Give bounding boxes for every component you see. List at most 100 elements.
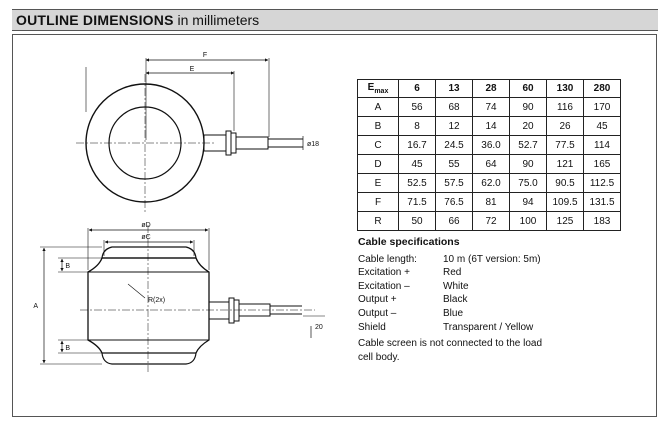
cable-spec-key: Output + — [358, 294, 397, 306]
table-cell: 109.5 — [546, 192, 584, 212]
drawing-frame — [12, 34, 657, 417]
label-b-top: B — [65, 263, 70, 270]
table-cell: 170 — [583, 97, 621, 117]
table-cell: 57.5 — [435, 173, 473, 193]
label-d: øD — [141, 222, 150, 229]
section-title-bar: OUTLINE DIMENSIONS in millimeters — [12, 9, 658, 31]
cable-spec-value: Red — [443, 267, 462, 279]
connector-nut-2 — [230, 132, 237, 154]
table-cell: 121 — [546, 154, 584, 174]
cable-spec-key: Shield — [358, 321, 386, 333]
table-cell: 74 — [472, 97, 510, 117]
side-connector-nut-1 — [228, 297, 235, 324]
table-cell: 75.0 — [509, 173, 547, 193]
table-cell: 125 — [546, 211, 584, 231]
cable-spec-row: Excitation – White — [358, 280, 558, 294]
table-cell: 16.7 — [398, 135, 436, 155]
table-cell: 45 — [398, 154, 436, 174]
table-cell: F — [357, 192, 399, 212]
table-cell: 26 — [546, 116, 584, 136]
table-cell: A — [357, 97, 399, 117]
label-f: F — [203, 52, 207, 59]
cable-spec-value: Blue — [443, 307, 464, 319]
table-cell: 14 — [472, 116, 510, 136]
connector-sleeve — [235, 136, 269, 150]
table-header-cell: 60 — [509, 79, 547, 98]
table-cell: 68 — [435, 97, 473, 117]
cable-note: Cable screen is not connected to the loa… — [358, 338, 543, 363]
table-header-row: Emax 6 13 28 60 130 280 — [357, 79, 621, 98]
cable-spec-value: 10 m (6T version: 5m) — [443, 253, 541, 265]
table-cell: 81 — [472, 192, 510, 212]
table-cell: 114 — [583, 135, 621, 155]
label-b-bottom: B — [65, 345, 70, 352]
table-cell: B — [357, 116, 399, 136]
table-header-cell: 130 — [546, 79, 584, 98]
table-cell: 131.5 — [583, 192, 621, 212]
cable-spec-key: Excitation – — [358, 280, 410, 292]
table-cell: 112.5 — [583, 173, 621, 193]
table-cell: 64 — [472, 154, 510, 174]
cable-spec-value: Transparent / Yellow — [443, 321, 534, 333]
cable-heading: Cable specifications — [358, 236, 460, 248]
label-c: øC — [141, 234, 150, 241]
section-title: OUTLINE DIMENSIONS in millimeters — [16, 11, 259, 29]
cable-spec-row: Output + Black — [358, 293, 558, 307]
table-header-cell: 6 — [398, 79, 436, 98]
table-cell: D — [357, 154, 399, 174]
table-cell: 90.5 — [546, 173, 584, 193]
cable-spec-key: Cable length: — [358, 253, 417, 265]
table-cell: 116 — [546, 97, 584, 117]
table-cell: 77.5 — [546, 135, 584, 155]
table-header-cell: 28 — [472, 79, 510, 98]
cable-spec-row: Output –Blue — [358, 307, 558, 321]
table-cell: 20 — [509, 116, 547, 136]
label-a: A — [33, 303, 38, 310]
table-cell: R — [357, 211, 399, 231]
table-cell: 100 — [509, 211, 547, 231]
table-header-cell: 280 — [583, 79, 621, 98]
table-cell: 71.5 — [398, 192, 436, 212]
top-dome — [101, 246, 197, 259]
cable-spec-key: Excitation + — [358, 267, 410, 279]
table-cell: 90 — [509, 154, 547, 174]
table-header-cell: Emax — [357, 79, 399, 98]
top-view — [76, 58, 304, 212]
table-cell: 76.5 — [435, 192, 473, 212]
cable-spec-row: Excitation + Red — [358, 266, 558, 280]
table-header-cell: 13 — [435, 79, 473, 98]
cable-spec-row: Cable length: 10 m (6T version: 5m) — [358, 253, 558, 267]
label-20: 20 — [315, 324, 323, 331]
r-leader — [127, 283, 146, 299]
cable-spec-value: White — [443, 280, 469, 292]
outer-ring — [85, 83, 205, 203]
table-cell: 66 — [435, 211, 473, 231]
table-cell: C — [357, 135, 399, 155]
table-cell: 90 — [509, 97, 547, 117]
table-cell: 45 — [583, 116, 621, 136]
table-cell: 55 — [435, 154, 473, 174]
bottom-dome — [101, 352, 197, 365]
label-e: E — [190, 66, 195, 73]
table-cell: 50 — [398, 211, 436, 231]
table-cell: 72 — [472, 211, 510, 231]
table-cell: E — [357, 173, 399, 193]
table-cell: 183 — [583, 211, 621, 231]
section-title-units: in millimeters — [173, 12, 260, 28]
cable-specifications: Cable specifications Cable length: 10 m (… — [358, 236, 558, 364]
table-cell: 52.7 — [509, 135, 547, 155]
table-cell: 24.5 — [435, 135, 473, 155]
section-title-bold: OUTLINE DIMENSIONS — [16, 12, 174, 28]
cable-spec-value: Black — [443, 294, 468, 306]
table-cell: 94 — [509, 192, 547, 212]
side-view — [40, 225, 325, 372]
table-cell: 12 — [435, 116, 473, 136]
